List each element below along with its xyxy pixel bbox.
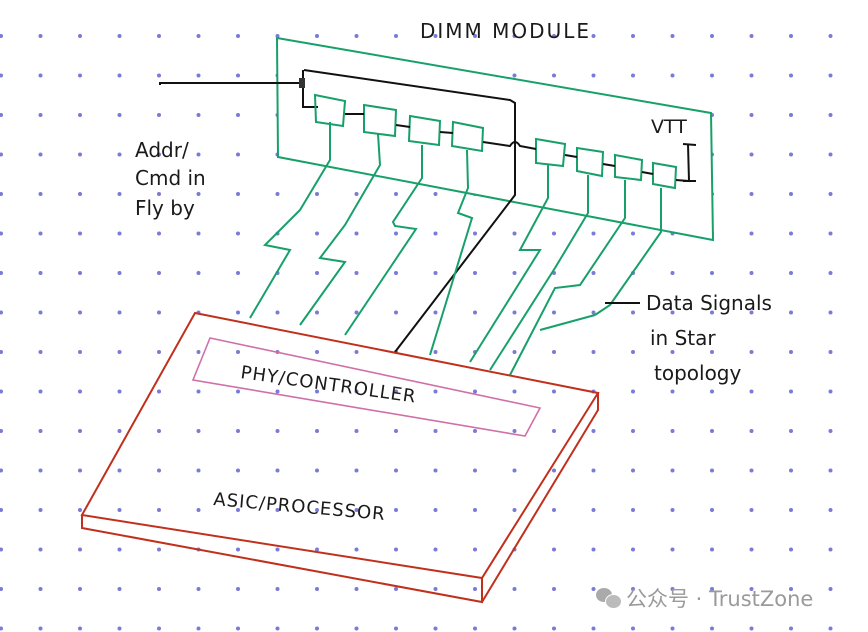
- dram-chip: [363, 103, 398, 138]
- addr-label-line2: Cmd in: [135, 166, 206, 190]
- asic-processor-box: [80, 311, 600, 604]
- vtt-label: VTT: [651, 116, 687, 138]
- data-label-line1: Data Signals: [646, 291, 772, 315]
- address-bus-line: [159, 82, 303, 85]
- addr-label-line1: Addr/: [135, 138, 189, 162]
- watermark: 公众号 · TrustZone: [596, 583, 813, 613]
- address-top-line: [303, 69, 516, 353]
- dram-chip: [614, 153, 644, 182]
- dram-chips-right: [535, 137, 678, 190]
- dram-chip: [450, 120, 485, 153]
- dimm-module-outline: [275, 36, 715, 242]
- dram-chip: [407, 114, 442, 147]
- phy-controller-box: [191, 337, 542, 437]
- data-label-line3: topology: [654, 361, 741, 385]
- dram-chip: [576, 146, 605, 178]
- dram-chips-left: [313, 93, 485, 153]
- dimm-module-title: DIMM MODULE: [420, 19, 591, 43]
- dram-chip: [535, 137, 567, 168]
- watermark-text: 公众号 · TrustZone: [626, 587, 814, 611]
- dram-chip: [652, 161, 678, 190]
- fly-by-chain: [345, 113, 697, 183]
- addr-label-line3: Fly by: [135, 196, 195, 220]
- wechat-icon: [596, 588, 622, 609]
- data-signal-lines: [249, 122, 662, 376]
- data-label-line2: in Star: [650, 326, 716, 350]
- connector-pin: [299, 78, 305, 88]
- dram-chip: [313, 93, 347, 128]
